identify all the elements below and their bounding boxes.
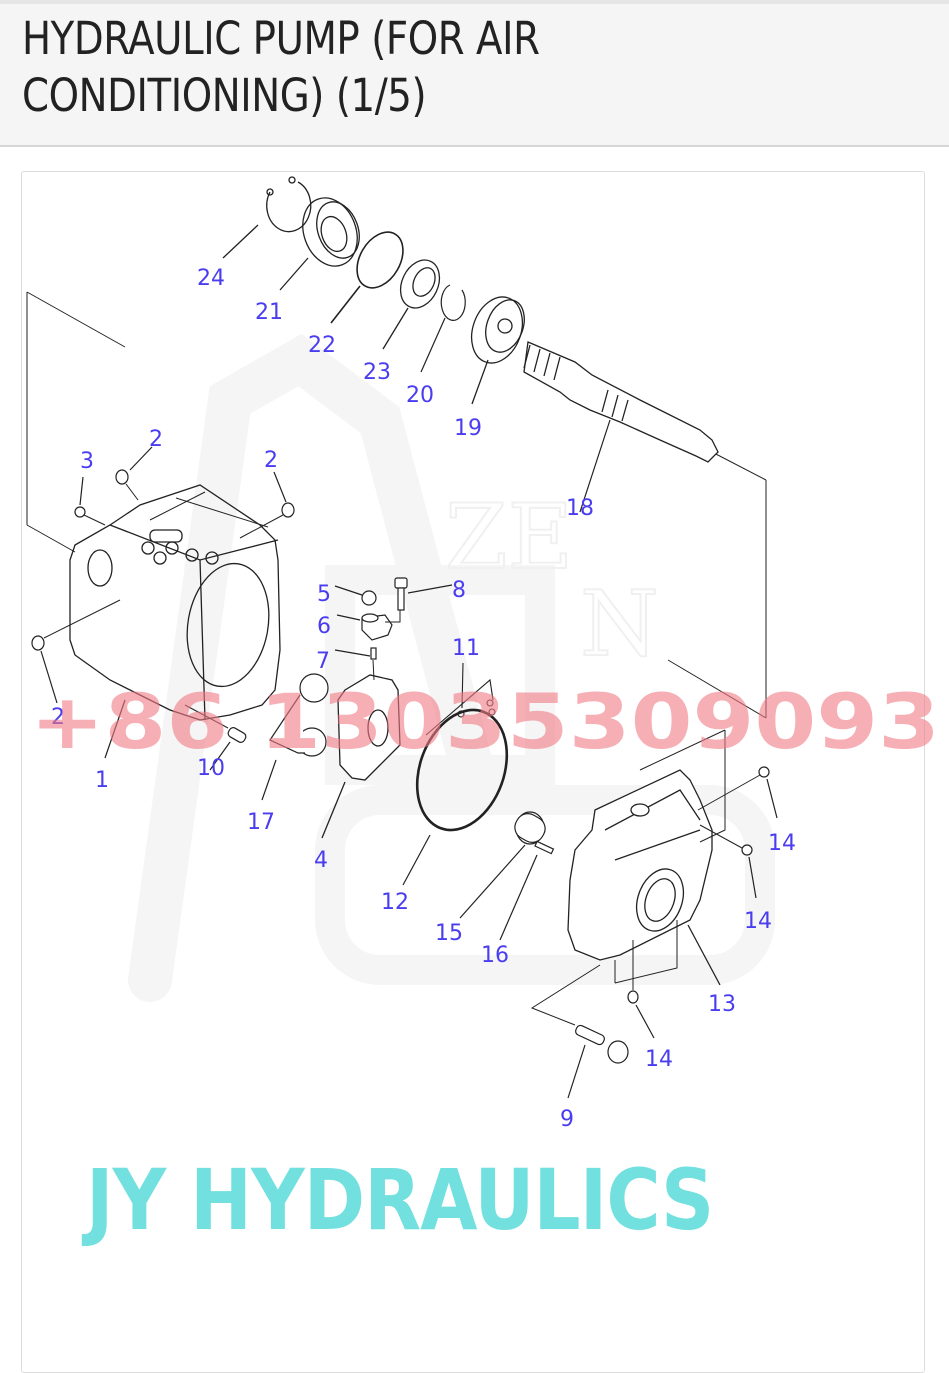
- part-24-snap-ring[interactable]: [222, 176, 312, 259]
- assembly-lines: [26, 291, 767, 719]
- part-14-plug-c[interactable]: [614, 920, 678, 1039]
- part-labels: 24 21 22 23 20 19 18 3 2 2 2 5 8 6 11 7 …: [51, 266, 796, 1132]
- part-23-bearing[interactable]: [382, 254, 447, 350]
- phone-watermark: +86 13035309093: [30, 677, 940, 766]
- part-15-bushing[interactable]: [459, 809, 549, 919]
- part-19-roller-bearing[interactable]: [463, 290, 531, 405]
- part-9-bolt[interactable]: [530, 964, 629, 1099]
- part-2-plug-top[interactable]: [115, 446, 153, 501]
- part-13-end-cap[interactable]: [567, 769, 721, 986]
- part-16-pin[interactable]: [499, 840, 555, 941]
- part-20-snap-ring[interactable]: [420, 284, 466, 373]
- label-14-c[interactable]: 14: [645, 1047, 673, 1072]
- top-border: [0, 0, 949, 4]
- label-9[interactable]: 9: [560, 1107, 574, 1132]
- part-18-shaft[interactable]: [523, 341, 719, 513]
- part-4-swash-plate[interactable]: [321, 674, 401, 839]
- part-1-leader: [104, 699, 126, 759]
- label-6[interactable]: 6: [317, 614, 331, 639]
- label-18[interactable]: 18: [566, 496, 594, 521]
- logo-letters-ze: ZE: [445, 485, 573, 590]
- part-10-pin[interactable]: [184, 704, 247, 771]
- label-7[interactable]: 7: [316, 649, 330, 674]
- part-14-plug-a[interactable]: [697, 766, 778, 819]
- label-8[interactable]: 8: [452, 578, 466, 603]
- label-16[interactable]: 16: [481, 943, 509, 968]
- part-1-pump-housing[interactable]: [69, 484, 281, 721]
- label-15[interactable]: 15: [435, 921, 463, 946]
- part-13-bracket-lines: [639, 729, 726, 843]
- label-24[interactable]: 24: [197, 266, 225, 291]
- part-17-balls[interactable]: [261, 673, 329, 801]
- label-4[interactable]: 4: [314, 848, 328, 873]
- label-23[interactable]: 23: [363, 360, 391, 385]
- label-13[interactable]: 13: [708, 992, 736, 1017]
- label-20[interactable]: 20: [406, 383, 434, 408]
- logo-letter-n: N: [580, 572, 659, 677]
- page-header: HYDRAULIC PUMP (FOR AIR CONDITIONING) (1…: [0, 4, 949, 147]
- label-22[interactable]: 22: [308, 333, 336, 358]
- part-2-plug-left[interactable]: [31, 599, 121, 704]
- label-1[interactable]: 1: [95, 768, 109, 793]
- background-logo-watermark: ZE N: [128, 333, 775, 1002]
- label-21[interactable]: 21: [255, 300, 283, 325]
- label-2-top[interactable]: 2: [149, 427, 163, 452]
- part-6-slider[interactable]: [336, 613, 393, 641]
- label-19[interactable]: 19: [454, 416, 482, 441]
- label-14-b[interactable]: 14: [744, 909, 772, 934]
- label-10[interactable]: 10: [197, 756, 225, 781]
- part-8-bolt[interactable]: [385, 577, 453, 623]
- part-14-plug-b[interactable]: [699, 824, 757, 899]
- part-7-pin[interactable]: [334, 647, 377, 681]
- brand-watermark: JY HYDRAULICS: [86, 1151, 714, 1249]
- part-22-o-ring[interactable]: [330, 224, 412, 324]
- part-5-ball[interactable]: [334, 585, 377, 606]
- part-12-o-ring[interactable]: [401, 697, 522, 886]
- label-3[interactable]: 3: [80, 449, 94, 474]
- label-2-left[interactable]: 2: [51, 705, 65, 730]
- part-2-plug-right[interactable]: [239, 471, 295, 539]
- page-title: HYDRAULIC PUMP (FOR AIR CONDITIONING) (1…: [22, 12, 540, 122]
- part-21-oil-seal[interactable]: [279, 190, 367, 291]
- label-2-right[interactable]: 2: [264, 448, 278, 473]
- label-12[interactable]: 12: [381, 890, 409, 915]
- part-3-plug[interactable]: [74, 476, 106, 526]
- label-17[interactable]: 17: [247, 810, 275, 835]
- label-5[interactable]: 5: [317, 582, 331, 607]
- label-14-a[interactable]: 14: [768, 831, 796, 856]
- label-11[interactable]: 11: [452, 636, 480, 661]
